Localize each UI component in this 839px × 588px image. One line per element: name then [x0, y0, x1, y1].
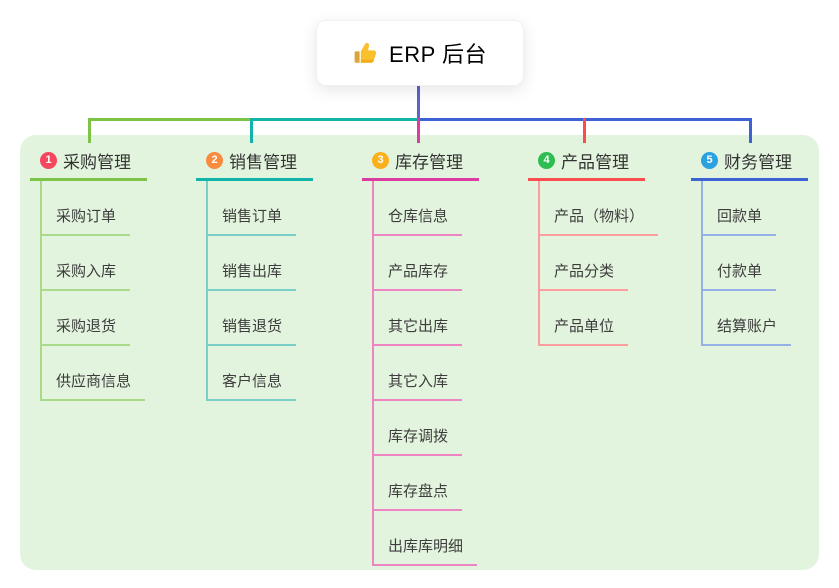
branch-item[interactable]: 产品库存: [374, 236, 463, 291]
branch-item-list: 仓库信息产品库存其它出库其它入库库存调拨库存盘点出库库明细: [372, 181, 479, 566]
branch-header[interactable]: 5 财务管理: [691, 146, 808, 181]
branch-item[interactable]: 付款单: [703, 236, 777, 291]
branch-item[interactable]: 采购退货: [42, 291, 131, 346]
branch-header[interactable]: 2 销售管理: [196, 146, 313, 181]
branch-header[interactable]: 3 库存管理: [362, 146, 479, 181]
branch-item-list: 产品（物料）产品分类产品单位: [538, 181, 659, 346]
branch-item[interactable]: 其它出库: [374, 291, 463, 346]
branch-item[interactable]: 产品（物料）: [540, 181, 659, 236]
branch-item[interactable]: 产品分类: [540, 236, 629, 291]
thumbs-up-icon: [354, 42, 377, 63]
root-node[interactable]: ERP 后台: [316, 20, 524, 86]
branch-number-badge: 3: [372, 152, 389, 169]
connector-drop: [417, 118, 420, 143]
root-connector-line: [417, 84, 420, 121]
branch-item[interactable]: 回款单: [703, 181, 777, 236]
branch-column: 1 采购管理 采购订单采购入库采购退货供应商信息: [30, 146, 147, 401]
branch-item[interactable]: 销售出库: [208, 236, 297, 291]
branch-item[interactable]: 出库库明细: [374, 511, 478, 566]
branches-panel: [20, 135, 819, 570]
branch-label: 销售管理: [229, 153, 297, 172]
branch-item[interactable]: 结算账户: [703, 291, 792, 346]
branch-label: 财务管理: [724, 153, 792, 172]
branch-item[interactable]: 销售订单: [208, 181, 297, 236]
connector-drop: [88, 118, 91, 143]
branch-number-badge: 2: [206, 152, 223, 169]
branch-item[interactable]: 客户信息: [208, 346, 297, 401]
branch-number-badge: 5: [701, 152, 718, 169]
connector-drop: [583, 118, 586, 143]
branch-label: 产品管理: [561, 153, 629, 172]
branch-column: 5 财务管理 回款单付款单结算账户: [691, 146, 808, 346]
branch-number-badge: 4: [538, 152, 555, 169]
branch-item[interactable]: 供应商信息: [42, 346, 146, 401]
connector-drop: [749, 118, 752, 143]
branch-column: 2 销售管理 销售订单销售出库销售退货客户信息: [196, 146, 313, 401]
connector-drop: [250, 118, 253, 143]
branch-column: 3 库存管理 仓库信息产品库存其它出库其它入库库存调拨库存盘点出库库明细: [362, 146, 479, 566]
branch-item-list: 回款单付款单结算账户: [701, 181, 808, 346]
branch-label: 采购管理: [63, 153, 131, 172]
branch-item-list: 销售订单销售出库销售退货客户信息: [206, 181, 313, 401]
branch-item[interactable]: 采购订单: [42, 181, 131, 236]
branch-item[interactable]: 采购入库: [42, 236, 131, 291]
branch-column: 4 产品管理 产品（物料）产品分类产品单位: [528, 146, 659, 346]
branch-header[interactable]: 4 产品管理: [528, 146, 645, 181]
root-title: ERP 后台: [389, 42, 487, 67]
connector-hline: [88, 118, 252, 121]
branch-item[interactable]: 仓库信息: [374, 181, 463, 236]
branch-item[interactable]: 其它入库: [374, 346, 463, 401]
branch-header[interactable]: 1 采购管理: [30, 146, 147, 181]
branch-item[interactable]: 产品单位: [540, 291, 629, 346]
connector-hline: [250, 118, 418, 121]
branch-item-list: 采购订单采购入库采购退货供应商信息: [40, 181, 147, 401]
branch-item[interactable]: 销售退货: [208, 291, 297, 346]
branch-item[interactable]: 库存调拨: [374, 401, 463, 456]
branch-label: 库存管理: [395, 153, 463, 172]
branch-number-badge: 1: [40, 152, 57, 169]
branch-item[interactable]: 库存盘点: [374, 456, 463, 511]
